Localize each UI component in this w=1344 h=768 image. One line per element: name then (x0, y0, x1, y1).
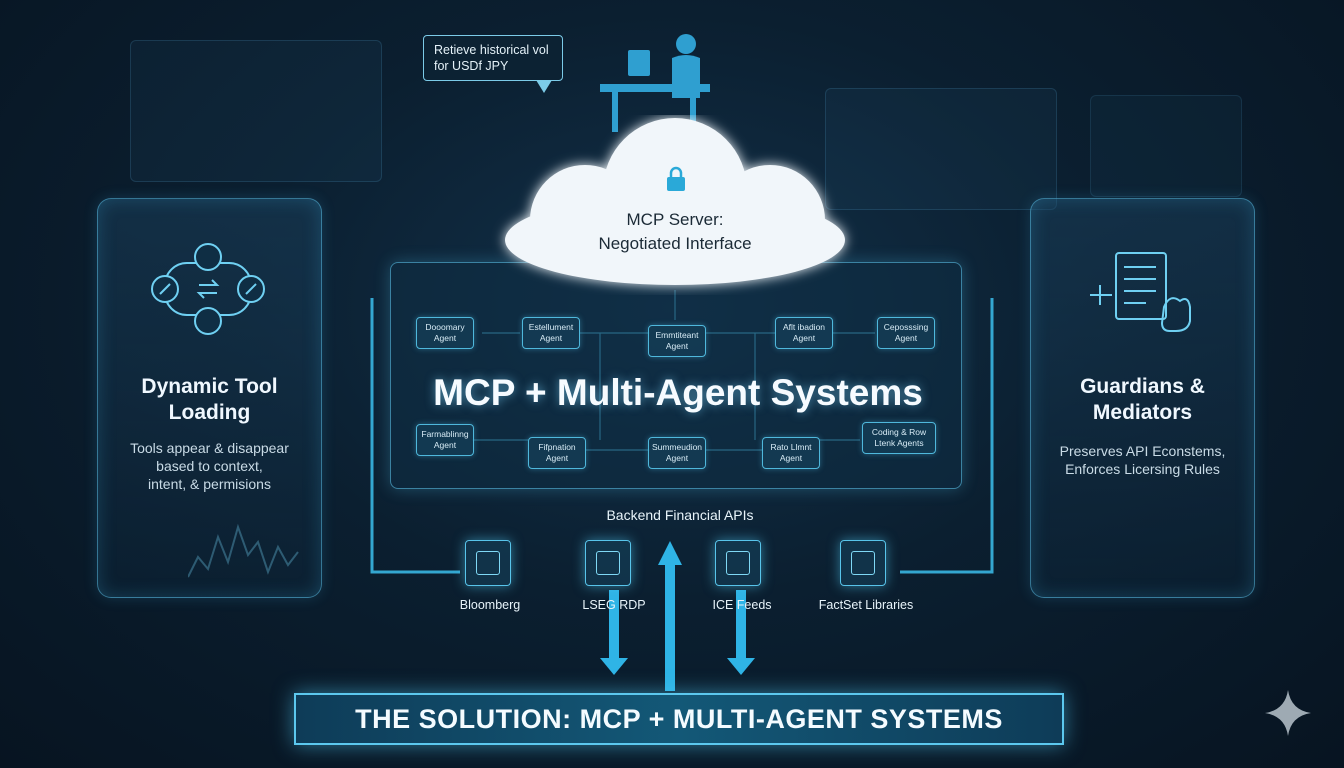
background-screen-far-right (1090, 95, 1242, 197)
right-panel-desc-line2: Enforces Licersing Rules (1065, 461, 1220, 477)
left-panel-title-line2: Loading (168, 401, 251, 424)
left-panel-desc-line2: based to context, (156, 458, 263, 474)
left-panel-desc-line1: Tools appear & disappear (130, 440, 289, 456)
checklist-glove-icon (1090, 252, 1191, 332)
right-panel-title-line2: Mediators (1092, 401, 1193, 424)
main-title: MCP + Multi-Agent Systems (433, 372, 923, 413)
right-panel-desc-line1: Preserves API Econstems, (1059, 443, 1226, 459)
api-label-ice: ICE Feeds (712, 598, 772, 612)
guardians-mediators-panel: Guardians & Mediators Preserves API Econ… (1030, 198, 1255, 598)
left-panel-desc-line3: intent, & permisions (148, 476, 271, 492)
left-panel-title-line1: Dynamic Tool (141, 375, 278, 398)
bloomberg-cube-icon (465, 540, 511, 586)
mcp-server-cloud (505, 118, 845, 285)
background-screen-right (825, 88, 1057, 210)
dynamic-tool-loading-panel: Dynamic Tool Loading Tools appear & disa… (97, 198, 322, 598)
ice-cube-icon (715, 540, 761, 586)
api-label-factset: FactSet Libraries (818, 598, 914, 612)
api-label-bloomberg: Bloomberg (459, 598, 521, 612)
backend-apis-label: Backend Financial APIs (606, 507, 754, 523)
right-panel-title-line1: Guardians & (1080, 375, 1205, 398)
user-query-bubble: Retieve historical vol for USDf JPY (423, 35, 563, 93)
bubble-line2: for USDf JPY (434, 59, 509, 73)
cloud-title-line1: MCP Server: (626, 210, 724, 229)
lock-icon (667, 166, 685, 191)
tool-network-icon (151, 243, 265, 335)
factset-cube-icon (840, 540, 886, 586)
api-label-lseg: LSEG RDP (582, 598, 646, 612)
bubble-line1: Retieve historical vol (434, 43, 549, 57)
cloud-title-line2: Negotiated Interface (598, 234, 752, 253)
background-screen-left (130, 40, 382, 182)
sparkle-icon (1265, 690, 1311, 736)
solution-banner: THE SOLUTION: MCP + MULTI-AGENT SYSTEMS (294, 693, 1064, 745)
chart-bars-decoration (188, 523, 299, 578)
lseg-cube-icon (585, 540, 631, 586)
